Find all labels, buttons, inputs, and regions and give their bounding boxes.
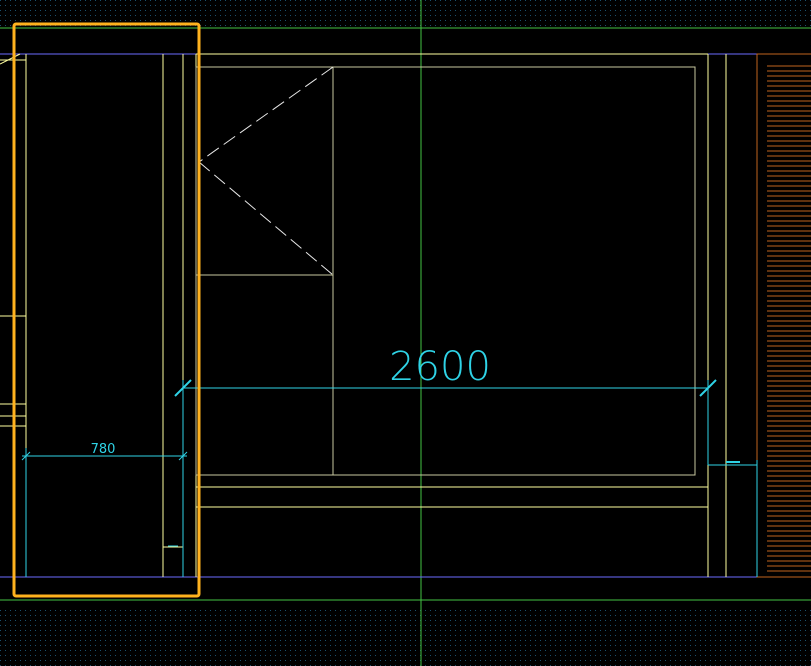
hatched-panel-frame	[756, 53, 811, 578]
dimension-2600	[174, 379, 717, 547]
wall-outlines	[0, 53, 727, 577]
dimension-2600-label: 2600	[389, 344, 491, 390]
grid-band-top	[0, 0, 811, 26]
dimension-small-right	[708, 460, 758, 577]
inner-room-outline	[195, 66, 696, 476]
corner-mark	[0, 53, 21, 65]
dimension-780-label: 780	[91, 442, 116, 457]
dimension-780	[21, 448, 188, 577]
selection-highlight-box[interactable]	[12, 22, 201, 598]
hatched-panel	[767, 65, 811, 572]
grid-band-bottom	[0, 606, 811, 666]
door-swing	[198, 66, 334, 276]
